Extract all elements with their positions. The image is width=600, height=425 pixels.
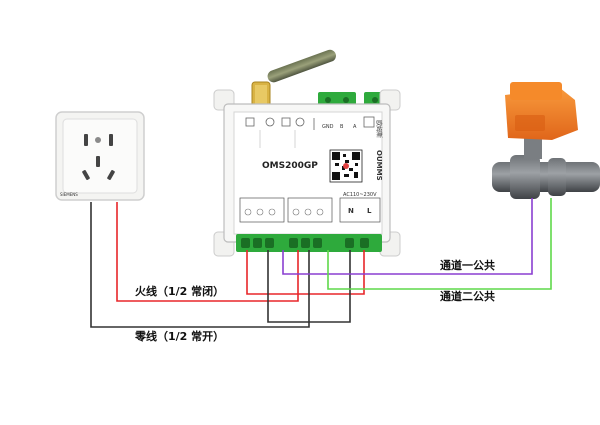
brand-label: OUMMS bbox=[375, 150, 383, 181]
electric-valve bbox=[492, 82, 600, 199]
live-wire-label: 火线（1/2 常闭） bbox=[135, 284, 224, 298]
channel1-label: 通道一公共 bbox=[440, 258, 495, 272]
b-terminal-label: B bbox=[340, 124, 344, 130]
channel2-wire bbox=[327, 198, 552, 290]
bottom-terminal-strip bbox=[236, 234, 382, 252]
socket-slot bbox=[96, 156, 100, 167]
antenna bbox=[251, 49, 336, 109]
model-label: OMS200GP bbox=[262, 161, 318, 171]
socket-slot bbox=[109, 134, 113, 146]
socket-slot bbox=[84, 134, 88, 146]
wall-socket: SIEMENS bbox=[55, 111, 145, 201]
n-label: N bbox=[348, 207, 354, 215]
live-wire-to-L bbox=[246, 250, 365, 295]
socket-brand: SIEMENS bbox=[60, 192, 78, 197]
live-wire bbox=[116, 202, 299, 302]
neutral-wire bbox=[90, 202, 310, 328]
socket-slot bbox=[107, 170, 115, 180]
l-label: L bbox=[367, 207, 372, 215]
gnd-label: GND bbox=[322, 124, 334, 130]
power-label: AC110~230V bbox=[343, 192, 377, 198]
wires bbox=[90, 198, 552, 328]
channel1-wire bbox=[282, 198, 533, 275]
channel2-label: 通道二公共 bbox=[440, 289, 495, 303]
socket-slot bbox=[82, 170, 90, 180]
qr-code bbox=[329, 149, 363, 183]
neutral-wire-label: 零线（1/2 常开） bbox=[134, 329, 224, 343]
relay-module: GND B A OUMMS 欧姆斯 OMS200GP AC110~230 bbox=[213, 89, 401, 257]
neutral-wire-to-N bbox=[267, 250, 351, 323]
brand-cn-label: 欧姆斯 bbox=[375, 120, 383, 138]
a-terminal-label: A bbox=[353, 124, 357, 130]
status-leds bbox=[245, 116, 375, 148]
